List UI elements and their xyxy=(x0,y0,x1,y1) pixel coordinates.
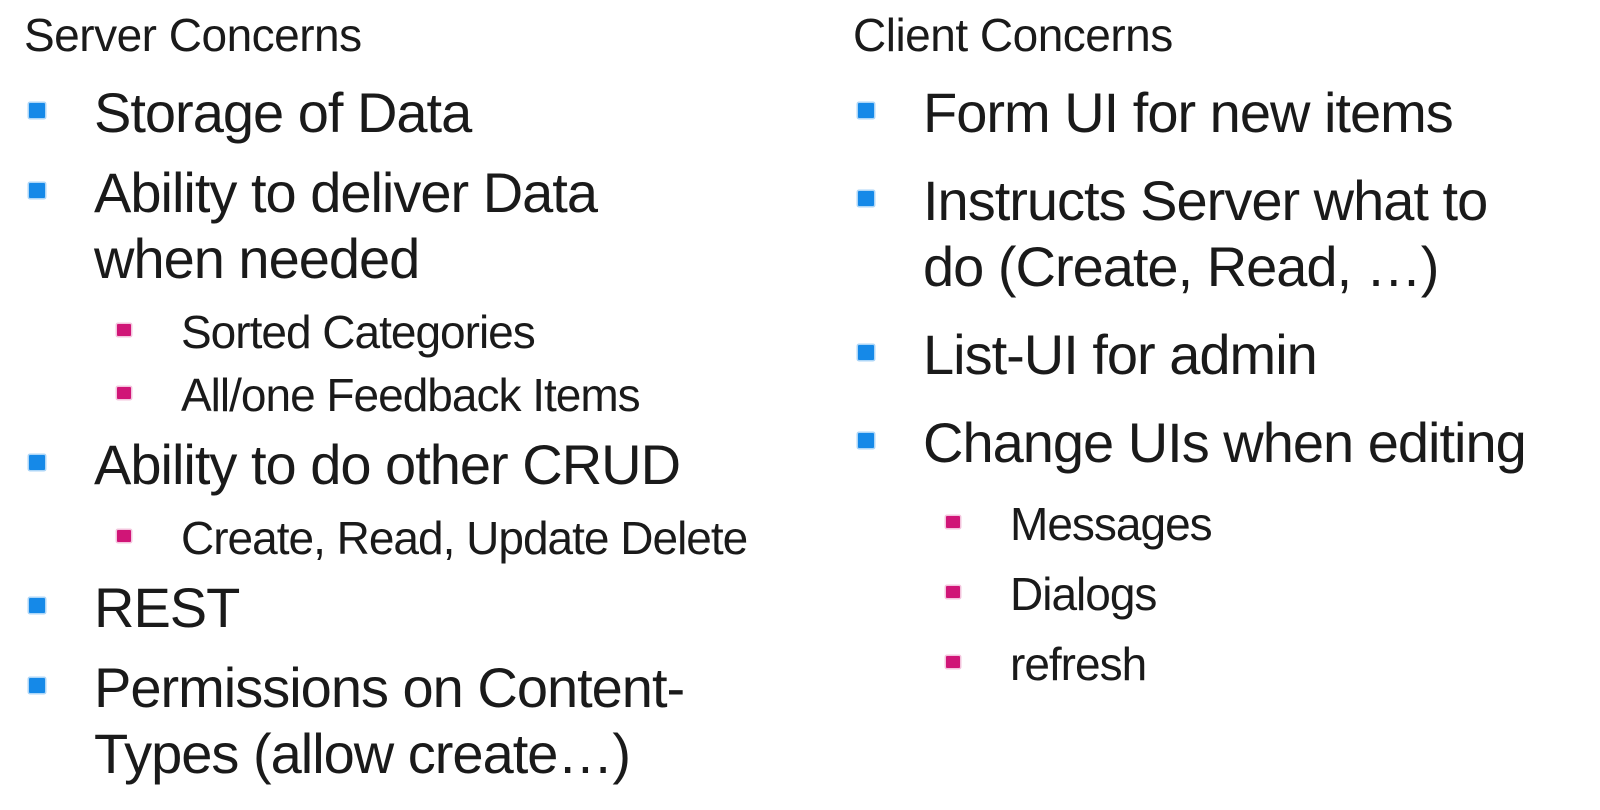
pink-square-bullet-icon xyxy=(117,387,131,399)
pink-square-bullet-icon xyxy=(117,324,131,336)
blue-square-bullet-icon xyxy=(858,433,874,448)
blue-square-bullet-icon xyxy=(858,191,874,206)
blue-square-bullet-icon xyxy=(29,598,45,613)
bullet-item-text: Sorted Categories xyxy=(181,306,536,358)
sub-bullet-item: Sorted Categories xyxy=(24,306,832,359)
bullet-item-text: Storage of Data xyxy=(94,81,472,144)
blue-square-bullet-icon xyxy=(29,183,45,198)
bullet-item: Storage of Data xyxy=(24,80,832,146)
sub-bullet-item: Messages xyxy=(853,498,1598,551)
pink-square-bullet-icon xyxy=(117,530,131,542)
pink-square-bullet-icon xyxy=(946,516,960,528)
bullet-item-text: Permissions on Content- Types (allow cre… xyxy=(94,656,685,785)
pink-square-bullet-icon xyxy=(946,586,960,598)
blue-square-bullet-icon xyxy=(858,103,874,118)
bullet-item: Change UIs when editing xyxy=(853,410,1598,476)
bullet-item-text: Instructs Server what to do (Create, Rea… xyxy=(923,169,1488,298)
bullet-item: REST xyxy=(24,575,832,641)
bullet-item-text: Dialogs xyxy=(1010,568,1157,620)
bullet-item-text: REST xyxy=(94,576,240,639)
bullet-item-text: Ability to deliver Data when needed xyxy=(94,161,598,290)
bullet-item: Permissions on Content- Types (allow cre… xyxy=(24,655,832,787)
pink-square-bullet-icon xyxy=(946,656,960,668)
blue-square-bullet-icon xyxy=(29,455,45,470)
bullet-item-text: List-UI for admin xyxy=(923,323,1318,386)
sub-bullet-item: All/one Feedback Items xyxy=(24,369,832,422)
blue-square-bullet-icon xyxy=(29,678,45,693)
bullet-item: List-UI for admin xyxy=(853,322,1598,388)
column-heading-server: Server Concerns xyxy=(24,9,362,61)
blue-square-bullet-icon xyxy=(858,345,874,360)
bullet-item: Ability to deliver Data when needed xyxy=(24,160,832,292)
bullet-item-text: refresh xyxy=(1010,638,1147,690)
sub-bullet-item: Create, Read, Update Delete xyxy=(24,512,832,565)
bullet-item-text: Create, Read, Update Delete xyxy=(181,512,748,564)
column-heading-client: Client Concerns xyxy=(853,9,1173,61)
bullet-item: Ability to do other CRUD xyxy=(24,432,832,498)
bullet-item: Form UI for new items xyxy=(853,80,1598,146)
bullet-item-text: Messages xyxy=(1010,498,1213,550)
bullet-item-text: Ability to do other CRUD xyxy=(94,433,681,496)
bullet-item-text: All/one Feedback Items xyxy=(181,369,641,421)
bullet-item-text: Change UIs when editing xyxy=(923,411,1527,474)
blue-square-bullet-icon xyxy=(29,103,45,118)
sub-bullet-item: refresh xyxy=(853,638,1598,691)
bullet-item-text: Form UI for new items xyxy=(923,81,1454,144)
sub-bullet-item: Dialogs xyxy=(853,568,1598,621)
bullet-item: Instructs Server what to do (Create, Rea… xyxy=(853,168,1598,300)
